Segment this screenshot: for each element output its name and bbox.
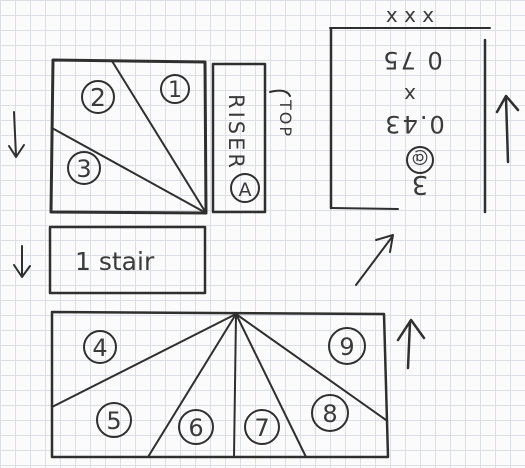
zone-9-label: 9 [339, 333, 354, 361]
riser-badge-circle [230, 173, 260, 203]
zone-3-circle [67, 151, 101, 185]
bottom-piece-outline [50, 310, 390, 459]
zone-1-circle [160, 74, 190, 104]
riser-outline [211, 62, 267, 214]
riser-badge-label: A [239, 179, 252, 201]
arrow-down-left-icon [8, 111, 25, 158]
zone-5-label: 5 [106, 407, 121, 435]
top-curl [269, 89, 291, 97]
note-line-2: x [404, 83, 416, 107]
upside-down-note: x x x 0 75 x 0.43 3 @ [329, 3, 491, 214]
top-label: TOP [276, 99, 295, 138]
bottom-fan-line-3 [233, 313, 237, 458]
bottom-piece: 4 5 6 7 8 9 [50, 310, 390, 459]
arrow-up-bottom-icon [396, 318, 426, 370]
zone-2-label: 2 [90, 83, 106, 112]
zone-3-label: 3 [76, 155, 91, 183]
top-fan-line-2 [51, 127, 207, 214]
arrow-diagonal-up-icon [355, 234, 394, 286]
zone-5-circle [96, 402, 132, 438]
zone-9-circle [328, 327, 366, 365]
top-piece-outline [49, 58, 208, 215]
bottom-fan-line-5 [235, 313, 387, 421]
note-line-4: 3 [412, 169, 429, 199]
riser-strip: RISER A TOP [211, 62, 295, 214]
zone-8-circle [311, 394, 349, 432]
top-fan-line-1 [111, 60, 207, 214]
note-marks: x x x [386, 3, 434, 27]
arrow-up-right-icon [495, 94, 520, 164]
note-line-3: 0.43 [383, 110, 444, 138]
zone-7-circle [244, 409, 280, 445]
stair-label: 1 stair [75, 247, 155, 276]
note-badge-circle [406, 146, 434, 174]
zone-4-label: 4 [92, 334, 107, 362]
zone-2-circle [81, 80, 115, 114]
bottom-fan-line-1 [51, 313, 237, 408]
zone-7-label: 7 [254, 414, 269, 442]
arrows [8, 94, 520, 370]
bottom-fan-line-2 [147, 313, 237, 458]
zone-4-circle [83, 330, 117, 364]
stair-block: 1 stair [48, 225, 207, 295]
zone-8-label: 8 [322, 400, 337, 428]
stair-outline [48, 225, 207, 295]
riser-label: RISER [224, 94, 248, 171]
note-bottom-line [330, 207, 399, 210]
top-piece: 2 1 3 [49, 58, 208, 215]
zone-6-label: 6 [188, 414, 203, 442]
zone-6-circle [178, 409, 214, 445]
zone-1-label: 1 [168, 78, 182, 103]
note-badge: @ [412, 148, 429, 168]
arrow-down-stair-icon [13, 245, 31, 278]
note-line-1: 0 75 [381, 46, 442, 74]
bottom-fan-line-4 [235, 313, 307, 458]
